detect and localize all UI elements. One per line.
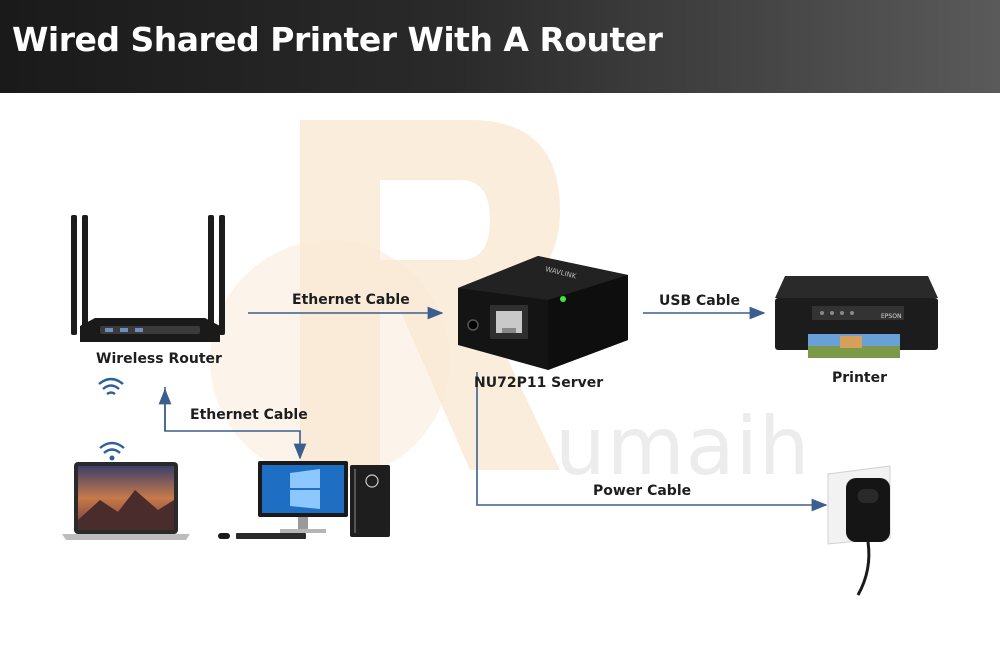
edge-label-router-server: Ethernet Cable [292,292,410,308]
edge-label-server-power: Power Cable [593,483,691,499]
edge-label-router-pc: Ethernet Cable [190,407,308,423]
node-label-router: Wireless Router [96,351,222,367]
node-label-printer: Printer [832,370,887,386]
edge-label-server-printer: USB Cable [659,293,740,309]
node-label-server: NU72P11 Server [474,375,603,391]
